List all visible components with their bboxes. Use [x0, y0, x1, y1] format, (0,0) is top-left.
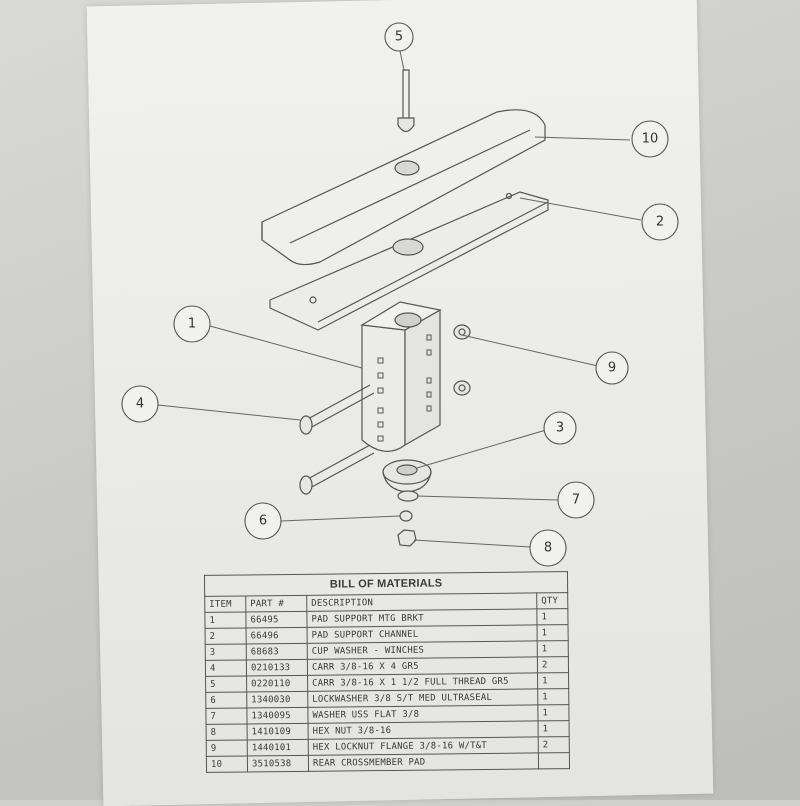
row-qty: 1 [537, 704, 570, 721]
row-part: 66495 [245, 611, 308, 628]
row-part: 1410109 [247, 723, 309, 740]
row-item: 5 [205, 675, 247, 693]
row-item: 9 [206, 739, 248, 757]
row-part: 66496 [246, 627, 308, 644]
row-item: 8 [206, 723, 248, 741]
row-item: 7 [205, 707, 248, 725]
pad-support-channel [269, 191, 549, 331]
callout-5-circle [384, 22, 414, 52]
rear-crossmember-pad [261, 109, 546, 266]
callout-6-circle [244, 502, 282, 540]
callout-4-label: 4 [136, 397, 144, 412]
table-row: 10 3510538 REAR CROSSMEMBER PAD [206, 752, 570, 773]
carriage-bolt-short [397, 69, 415, 133]
lockwasher [399, 510, 413, 522]
row-item: 3 [205, 643, 247, 661]
header-qty: QTY [536, 592, 568, 609]
row-part: 1440101 [247, 739, 309, 756]
callout-10-label: 10 [642, 132, 659, 147]
callout-8-label: 8 [544, 541, 552, 556]
row-item: 10 [206, 755, 248, 773]
callout-9-label: 9 [608, 361, 616, 376]
row-item: 2 [205, 627, 247, 645]
callout-3-circle [543, 411, 577, 445]
row-qty: 2 [538, 736, 570, 753]
bill-of-materials-table: BILL OF MATERIALS ITEM PART # DESCRIPTIO… [204, 571, 570, 773]
callout-1-label: 1 [188, 317, 196, 332]
row-part: 1340030 [246, 691, 308, 708]
callout-7-label: 7 [572, 493, 580, 508]
row-part: 68683 [246, 643, 308, 660]
row-description: REAR CROSSMEMBER PAD [308, 752, 539, 772]
row-part: 1340095 [246, 707, 309, 724]
cup-washer [382, 459, 432, 493]
callout-5-label: 5 [395, 30, 403, 45]
callout-3-label: 3 [556, 421, 564, 436]
callout-1-circle [173, 305, 211, 343]
row-qty: 1 [537, 688, 569, 705]
callout-4-circle [121, 385, 159, 423]
callout-8-circle [529, 529, 567, 567]
hex-nut [397, 529, 417, 547]
callout-7-circle [557, 481, 595, 519]
row-qty: 1 [537, 672, 569, 689]
row-qty: 1 [537, 624, 569, 641]
header-item: ITEM [204, 595, 246, 613]
row-qty: 2 [537, 656, 569, 673]
pad-support-mtg-bracket [360, 301, 442, 452]
row-qty: 1 [538, 720, 570, 737]
row-item: 1 [204, 611, 247, 629]
header-part: PART # [245, 595, 307, 612]
row-qty: 1 [537, 640, 569, 657]
carriage-bolts-long [299, 384, 375, 495]
row-qty [538, 752, 570, 769]
row-part: 3510538 [247, 755, 309, 772]
callout-9-circle [595, 351, 629, 385]
row-item: 6 [205, 691, 247, 709]
callout-10-circle [631, 120, 669, 158]
callout-2-label: 2 [656, 215, 664, 230]
callout-6-label: 6 [259, 514, 267, 529]
callout-2-circle [641, 203, 679, 241]
row-qty: 1 [536, 608, 569, 625]
row-item: 4 [205, 659, 247, 677]
row-part: 0220110 [246, 675, 308, 692]
row-part: 0210133 [246, 659, 308, 676]
flat-washer [397, 490, 419, 502]
